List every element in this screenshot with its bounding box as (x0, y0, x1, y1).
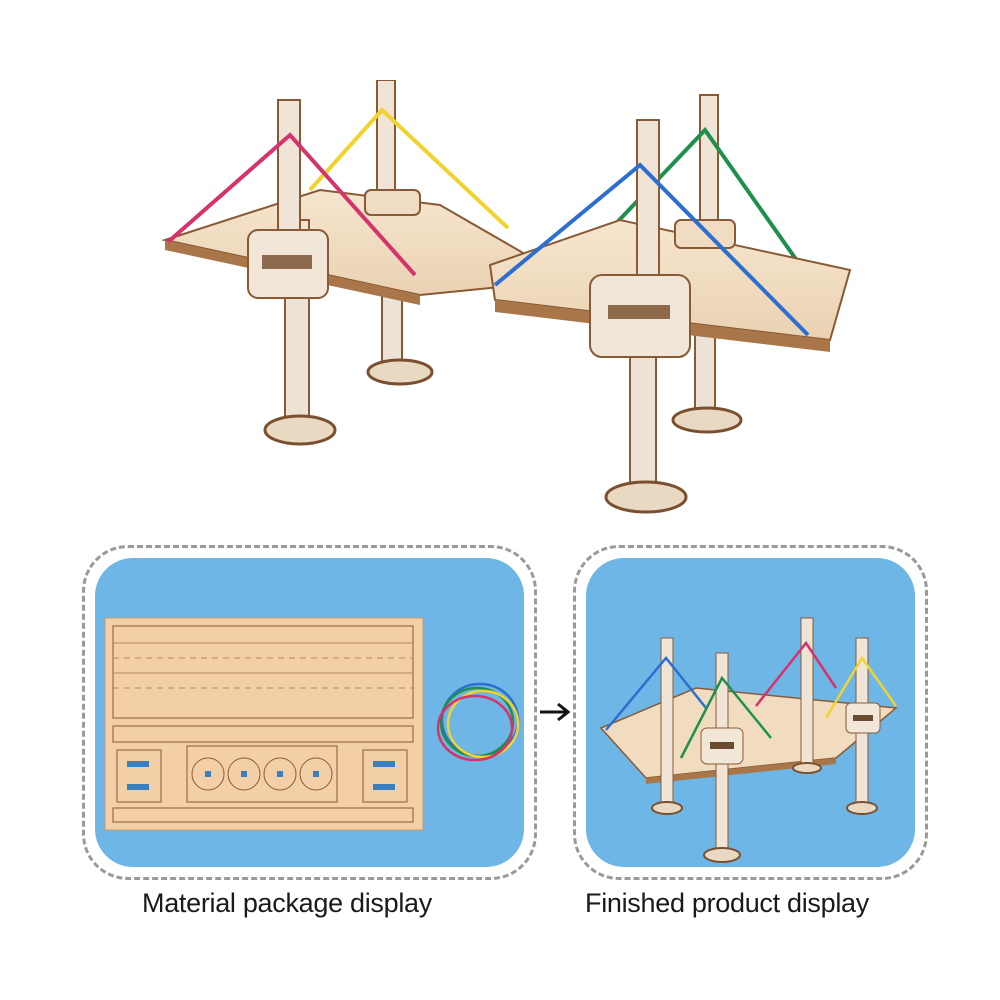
finished-product-image (586, 558, 915, 867)
finished-product-caption: Finished product display (585, 888, 869, 918)
finished-bridge-illustration (599, 617, 898, 863)
material-package-panel (82, 545, 537, 880)
material-package-caption: Material package display (142, 888, 432, 918)
bridge-illustration (161, 80, 852, 514)
hero-bridge-image (150, 80, 890, 520)
plywood-sheet-illustration (104, 617, 520, 831)
finished-product-panel (573, 545, 928, 880)
arrow-right-icon (538, 700, 574, 724)
material-package-image (95, 558, 524, 867)
